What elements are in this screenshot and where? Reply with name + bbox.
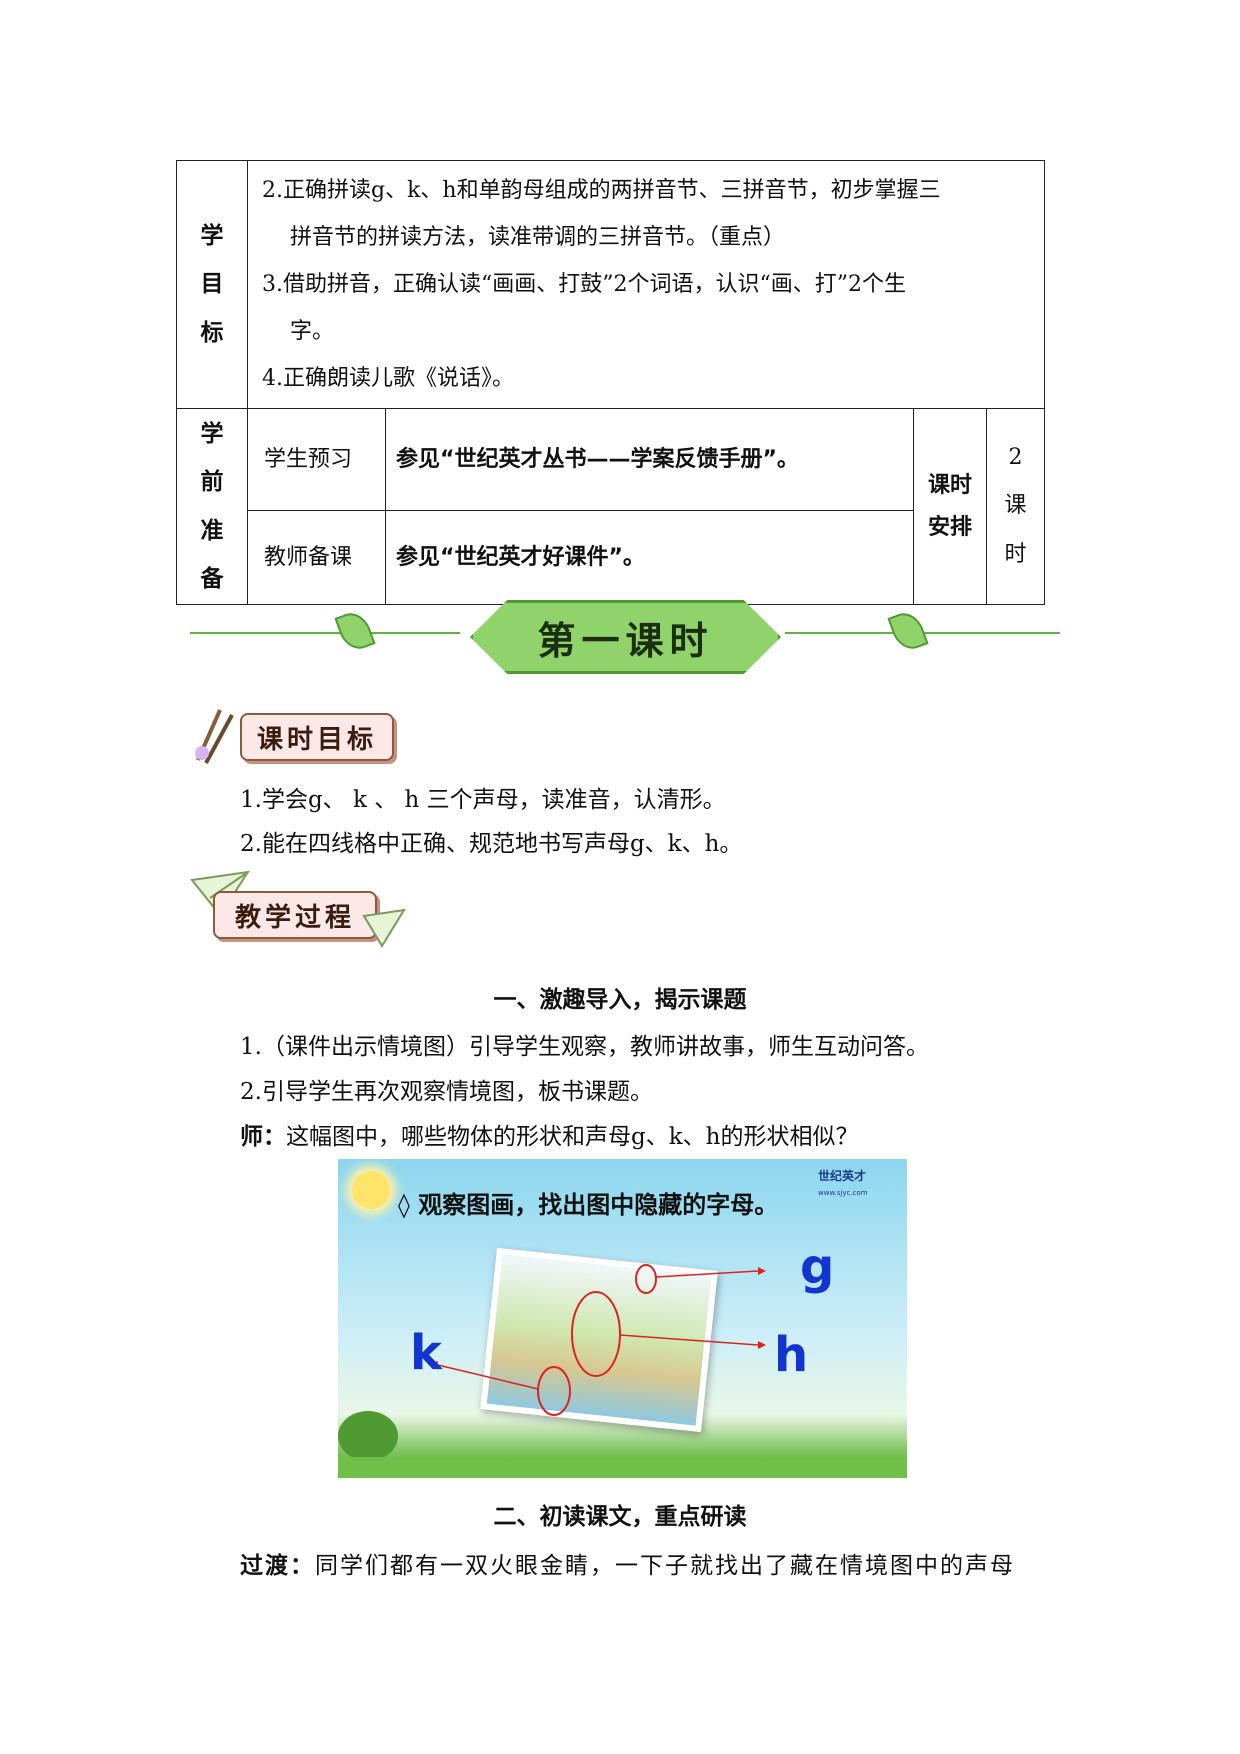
- paper-plane-icon: [362, 908, 406, 948]
- teaching-process-tag: 教学过程: [213, 891, 377, 939]
- prep-header: 学 前 准 备: [176, 407, 248, 606]
- goals-header: 学 目 标: [176, 160, 248, 409]
- grass: [338, 1457, 907, 1478]
- hours-value: 2 课 时: [986, 407, 1045, 606]
- objective-line: 2.能在四线格中正确、规范地书写声母g、k、h。: [240, 831, 743, 857]
- objective-line: 1.学会g、 k 、 h 三个声母，读准音，认清形。: [240, 787, 726, 813]
- goals-cell: 2.正确拼读g、k、h和单韵母组成的两拼音节、三拼音节，初步掌握三 拼音节的拼读…: [247, 160, 1045, 409]
- brush-icon: [190, 705, 240, 765]
- banner-title: 第一课时: [537, 617, 714, 663]
- transition-label: 过渡：: [240, 1553, 315, 1579]
- tree-icon: [338, 1411, 398, 1461]
- prep-value: 参见“世纪英才丛书——学案反馈手册”。: [385, 407, 914, 512]
- section-heading: 二、初读课文，重点研读: [493, 1504, 747, 1530]
- step-line: 1.（课件出示情境图）引导学生观察，教师讲故事，师生互动问答。: [240, 1034, 929, 1060]
- prep-label: 教师备课: [247, 510, 386, 606]
- teacher-label: 师：: [240, 1124, 286, 1150]
- prep-value: 参见“世纪英才好课件”。: [385, 510, 914, 606]
- banner-line-left: [190, 632, 460, 634]
- step-line: 2.引导学生再次观察情境图，板书课题。: [240, 1079, 653, 1105]
- transition-text: 同学们都有一双火眼金睛，一下子就找出了藏在情境图中的声母: [315, 1553, 1015, 1579]
- sun-icon: [352, 1171, 390, 1209]
- hours-header: 课时 安排: [913, 407, 987, 606]
- lesson-objectives-tag: 课时目标: [240, 713, 394, 761]
- prep-label: 学生预习: [247, 407, 386, 512]
- section-heading: 一、激趣导入，揭示课题: [493, 987, 747, 1013]
- letter-g: g: [800, 1239, 835, 1295]
- lesson-banner: 第一课时: [470, 600, 781, 674]
- goal-line: 2.正确拼读g、k、h和单韵母组成的两拼音节、三拼音节，初步掌握三: [262, 178, 941, 203]
- goal-line: 4.正确朗读儿歌《说话》。: [262, 366, 514, 391]
- image-heading: ◊ 观察图画，找出图中隐藏的字母。: [398, 1191, 779, 1219]
- leaf-icon: [887, 608, 929, 654]
- leaf-icon: [334, 608, 376, 654]
- goal-line: 3.借助拼音，正确认读“画画、打鼓”2个词语，认识“画、打”2个生: [262, 272, 906, 297]
- transition-line: 过渡：同学们都有一双火眼金睛，一下子就找出了藏在情境图中的声母: [240, 1546, 1015, 1580]
- arrows-overlay: [430, 1264, 766, 1416]
- teacher-text: 这幅图中，哪些物体的形状和声母g、k、h的形状相似？: [286, 1124, 859, 1150]
- goal-line: 拼音节的拼读方法，读准带调的三拼音节。（重点）: [290, 225, 786, 250]
- letter-k: k: [410, 1325, 442, 1381]
- lesson-plan-table: 学 目 标 2.正确拼读g、k、h和单韵母组成的两拼音节、三拼音节，初步掌握三 …: [176, 160, 1045, 606]
- teacher-line: 师：这幅图中，哪些物体的形状和声母g、k、h的形状相似？: [240, 1117, 858, 1151]
- letter-h: h: [774, 1327, 809, 1383]
- goal-line: 字。: [290, 319, 335, 344]
